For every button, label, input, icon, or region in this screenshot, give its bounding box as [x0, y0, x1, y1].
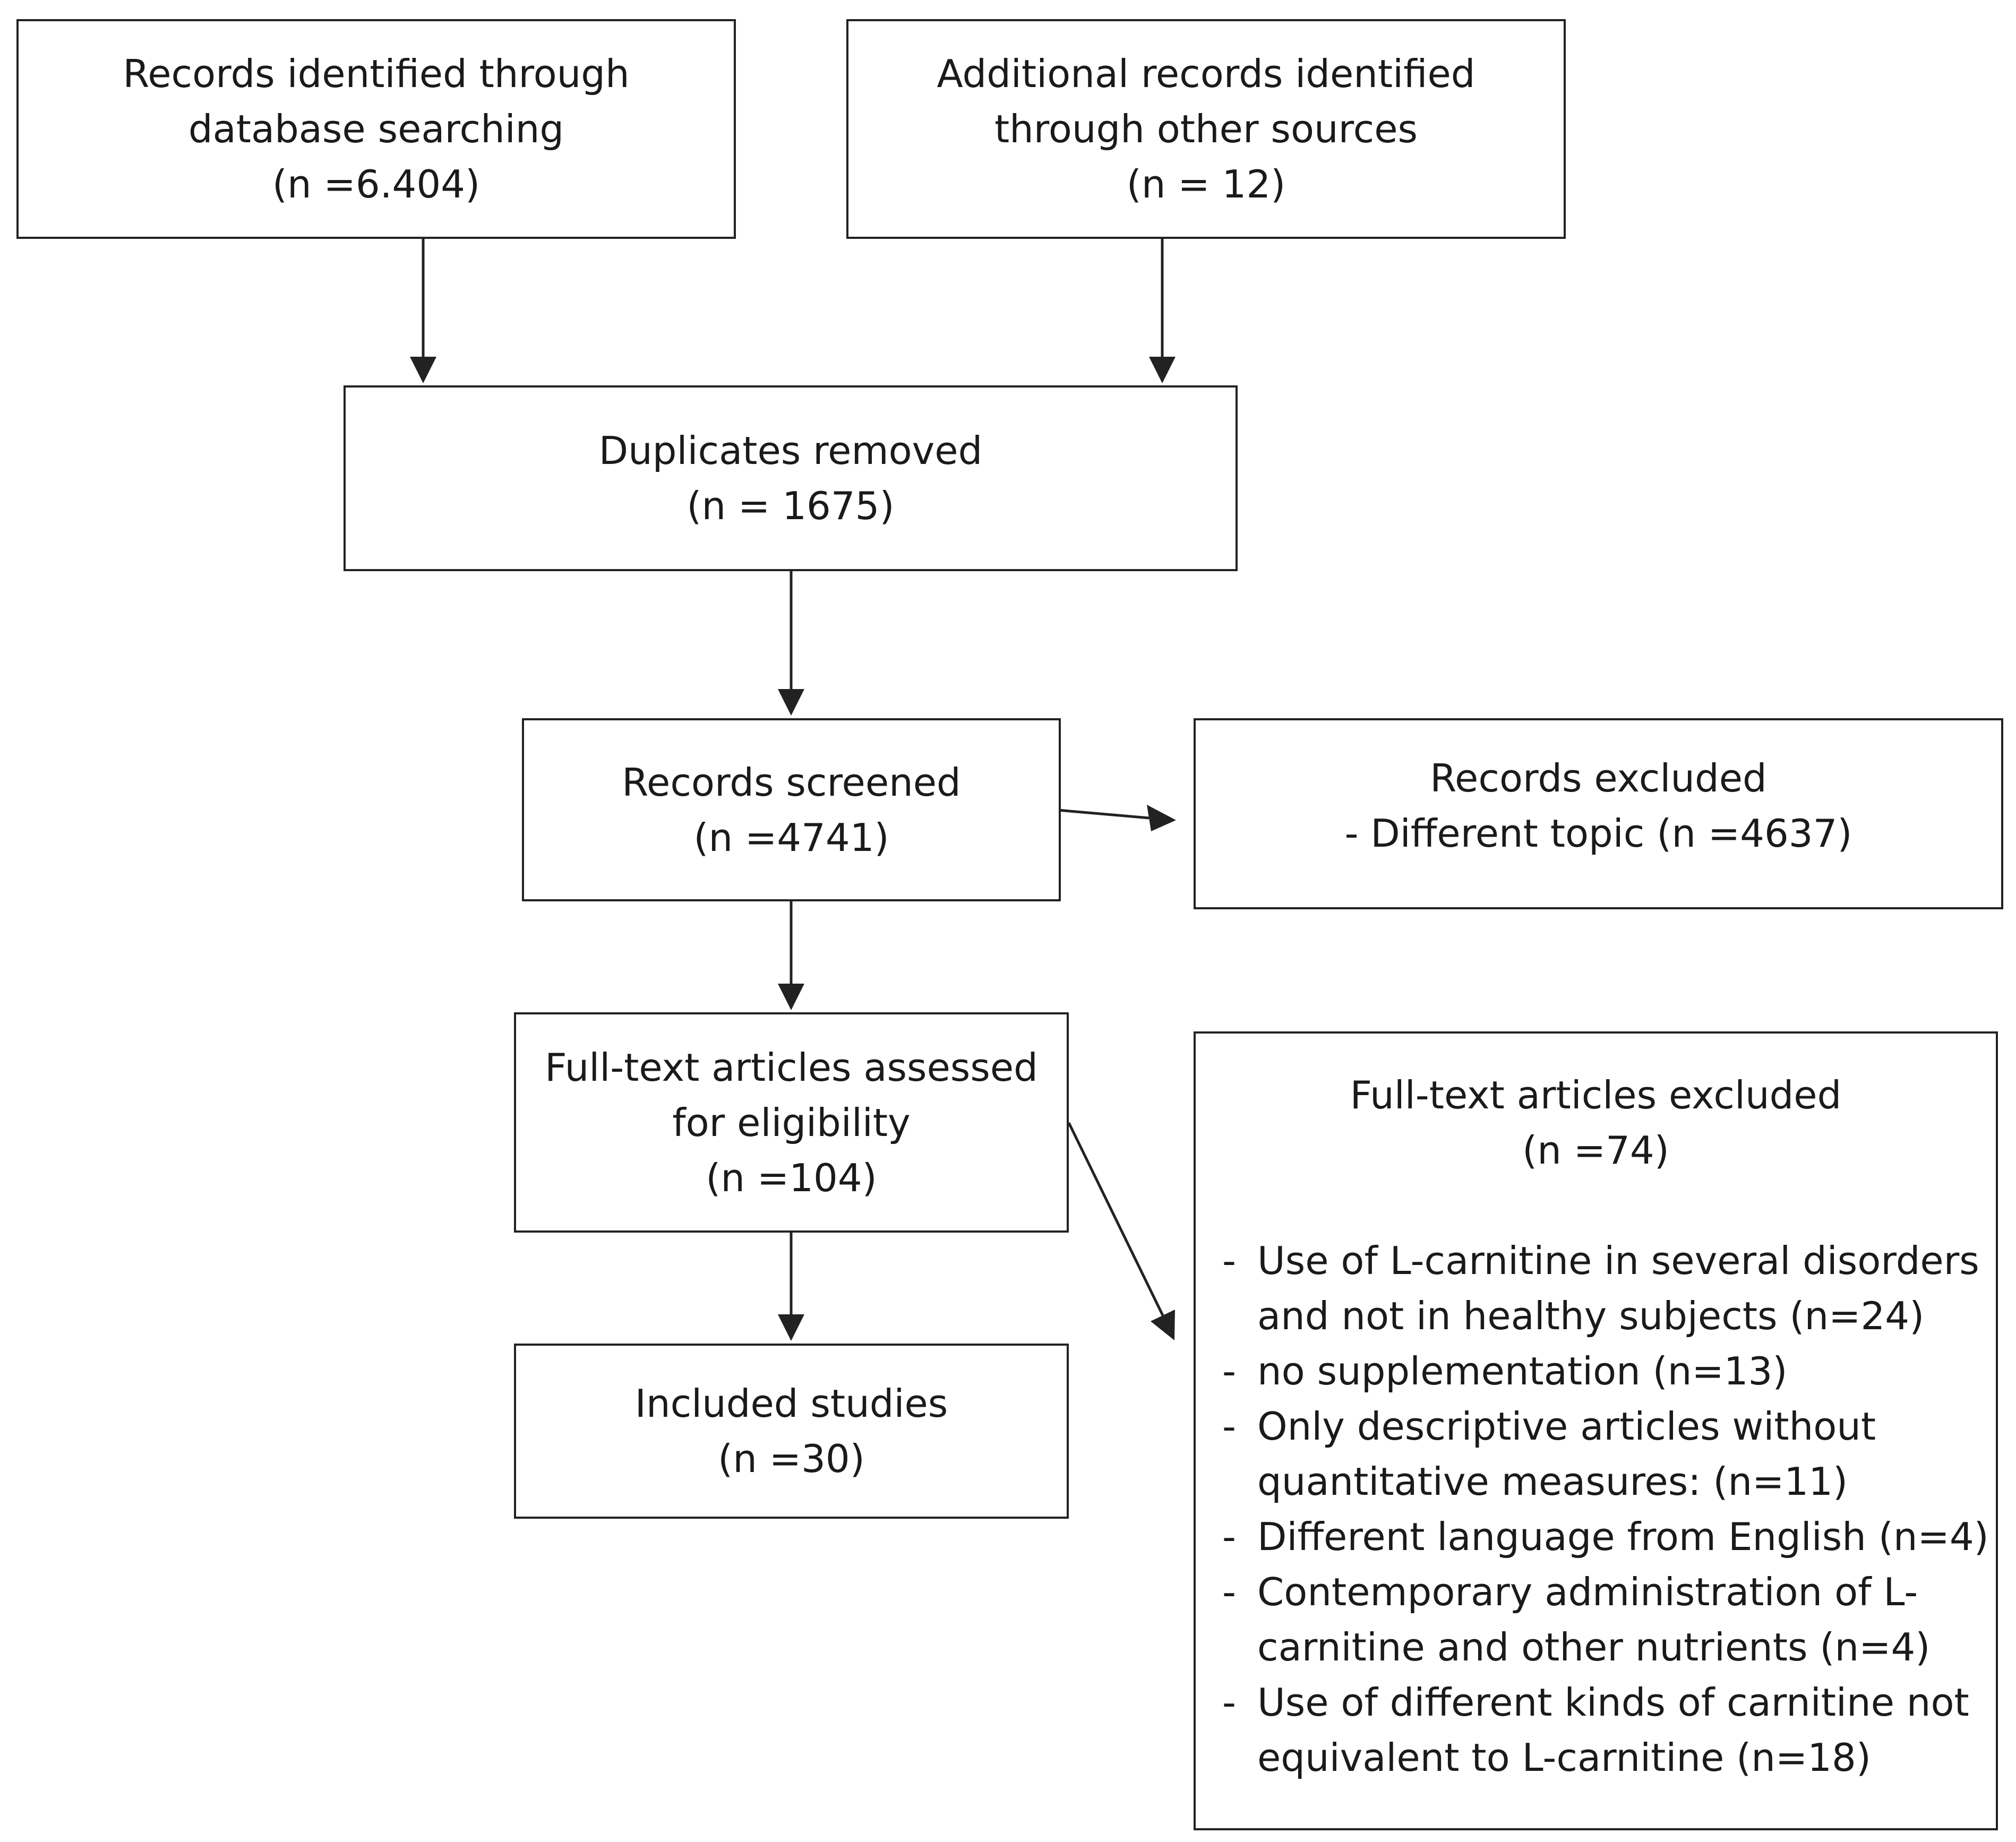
box-duplicates-removed: Duplicates removed (n = 1675)	[344, 385, 1238, 571]
reason-line: Use of L-carnitine in several disorders	[1257, 1238, 1979, 1283]
box-line: database searching	[188, 107, 564, 151]
box-line: Full-text articles assessed	[545, 1045, 1038, 1090]
bullet-dash: -	[1222, 1349, 1236, 1393]
exclusion-reason: - Different language from English (n=4)	[1222, 1509, 1996, 1564]
box-line: (n =4741)	[693, 815, 889, 860]
box-included-studies: Included studies (n =30)	[514, 1344, 1069, 1519]
excluded-title: Full-text articles excluded	[1350, 1073, 1842, 1117]
box-fulltext-excluded: Full-text articles excluded (n =74) - Us…	[1194, 1031, 1998, 1830]
box-line: Duplicates removed	[598, 428, 983, 473]
box-records-excluded: Records excluded - Different topic (n =4…	[1194, 718, 2003, 909]
arrowhead-screened-to-excluded	[1147, 805, 1176, 831]
bullet-dash: -	[1222, 1238, 1236, 1283]
reason-line: and not in healthy subjects (n=24)	[1257, 1294, 1925, 1338]
exclusion-reasons-list: - Use of L-carnitine in several disorder…	[1196, 1233, 1996, 1785]
box-line: (n =30)	[718, 1436, 865, 1481]
reason-line: equivalent to L-carnitine (n=18)	[1257, 1735, 1871, 1780]
exclusion-reason: - Only descriptive articles without quan…	[1222, 1399, 1996, 1509]
box-records-screened: Records screened (n =4741)	[522, 718, 1061, 901]
box-line: Records identified through	[123, 51, 630, 96]
exclusion-reason: - Contemporary administration of L- carn…	[1222, 1564, 1996, 1675]
reason-line: Use of different kinds of carnitine not	[1257, 1680, 1969, 1725]
box-line: (n = 12)	[1126, 162, 1286, 206]
exclusion-reason: - Use of L-carnitine in several disorder…	[1222, 1233, 1996, 1344]
box-line: (n =104)	[706, 1155, 877, 1200]
box-line: Records excluded	[1430, 756, 1767, 801]
arrowhead-other-to-duplicates	[1149, 357, 1176, 383]
arrow-screened-to-excluded	[1057, 808, 1149, 820]
box-fulltext-assessed: Full-text articles assessed for eligibil…	[514, 1012, 1069, 1233]
arrow-fulltext-to-excluded	[1067, 1122, 1164, 1316]
reason-line: Only descriptive articles without	[1257, 1404, 1876, 1449]
box-line: Additional records identified	[937, 51, 1475, 96]
reason-line: Contemporary administration of L-	[1257, 1570, 1918, 1614]
reason-line: no supplementation (n=13)	[1257, 1349, 1788, 1393]
arrowhead-db-to-duplicates	[410, 357, 436, 383]
box-line: (n =6.404)	[272, 162, 481, 206]
bullet-dash: -	[1222, 1514, 1236, 1559]
box-records-identified-database: Records identified through database sear…	[16, 19, 736, 239]
bullet-dash: -	[1222, 1570, 1236, 1614]
excluded-count: (n =74)	[1522, 1128, 1669, 1173]
arrowhead-fulltext-to-excluded	[1151, 1310, 1175, 1340]
arrowhead-duplicates-to-screened	[778, 689, 804, 716]
bullet-dash: -	[1222, 1404, 1236, 1449]
reason-line: carnitine and other nutrients (n=4)	[1257, 1625, 1931, 1669]
box-line: Included studies	[634, 1381, 948, 1426]
box-additional-records: Additional records identified through ot…	[846, 19, 1566, 239]
reason-line: Different language from English (n=4)	[1257, 1514, 1989, 1559]
bullet-dash: -	[1222, 1680, 1236, 1725]
box-line: through other sources	[994, 107, 1418, 151]
box-line: for eligibility	[672, 1100, 911, 1145]
exclusion-reason: - Use of different kinds of carnitine no…	[1222, 1675, 1996, 1785]
box-line: - Different topic (n =4637)	[1344, 811, 1852, 856]
box-line: Records screened	[622, 760, 961, 805]
arrowhead-screened-to-fulltext	[778, 984, 804, 1010]
arrowhead-fulltext-to-included	[778, 1314, 804, 1341]
exclusion-reason: - no supplementation (n=13)	[1222, 1344, 1996, 1399]
reason-line: quantitative measures: (n=11)	[1257, 1459, 1848, 1504]
box-line: (n = 1675)	[687, 484, 895, 528]
